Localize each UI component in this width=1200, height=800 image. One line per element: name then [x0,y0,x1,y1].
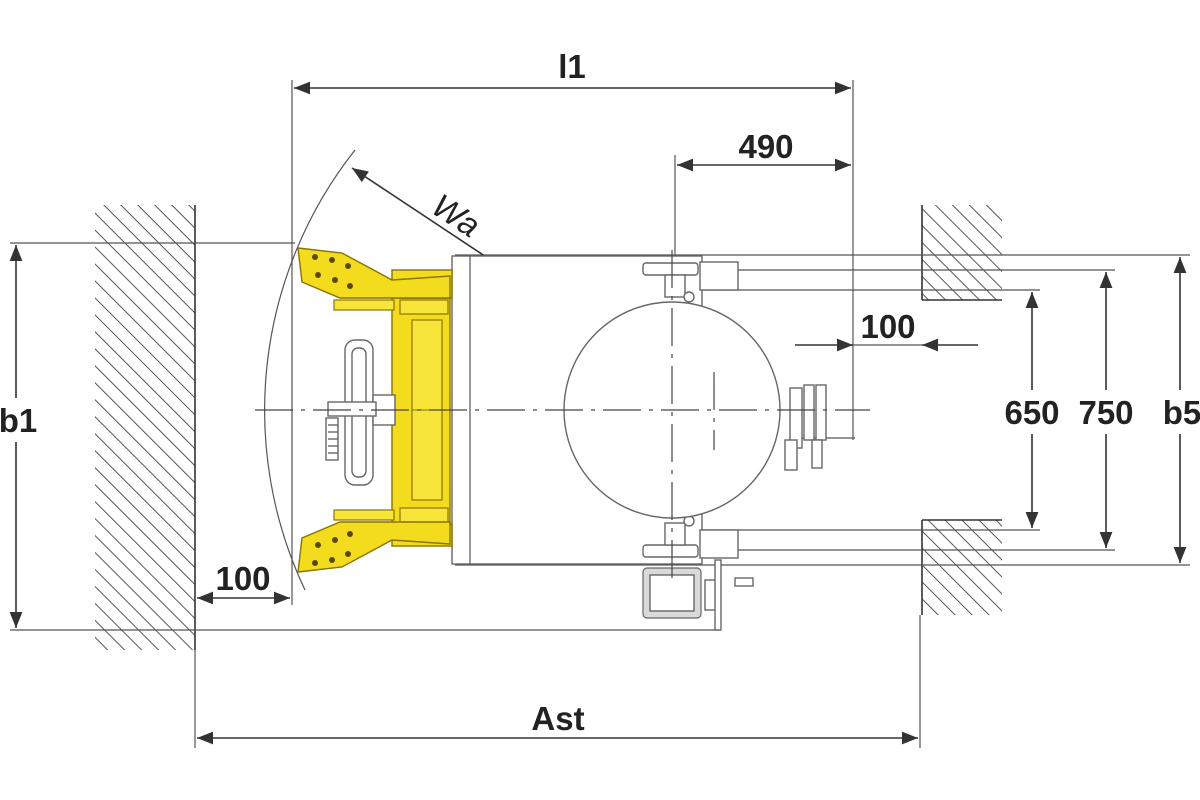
dimension-100-right: 100 [795,308,978,352]
label-wa: Wa [426,187,487,245]
label-100-left: 100 [215,560,270,597]
clamp-handle [784,384,827,471]
dimension-ast: Ast [197,700,918,745]
label-490: 490 [738,128,793,165]
dimension-750: 750 [1076,272,1136,548]
dimension-650: 650 [1003,292,1061,528]
yellow-fork-lower [297,509,451,573]
label-750: 750 [1078,394,1133,431]
dimension-100-left: 100 [197,560,290,605]
right-wall-top [921,205,1002,301]
left-wall [95,205,196,650]
label-ast: Ast [531,700,584,737]
label-650: 650 [1004,394,1059,431]
label-b1: b1 [0,402,37,439]
drive-motor [642,559,754,631]
right-wall-bottom [921,519,1002,615]
drum-clamp [642,262,699,558]
extension-lines [10,80,1190,748]
steering-tiller [325,339,396,486]
dimension-b1: b1 [0,245,40,628]
dimension-490: 490 [677,128,851,172]
label-l1: l1 [558,48,586,85]
dimension-l1: l1 [294,48,851,95]
yellow-fork-upper [297,247,451,311]
yellow-mast [391,269,453,547]
label-b5: b5 [1163,394,1200,431]
label-100-right: 100 [860,308,915,345]
center-lines [255,250,870,580]
dimension-b5: b5 [1158,257,1200,563]
